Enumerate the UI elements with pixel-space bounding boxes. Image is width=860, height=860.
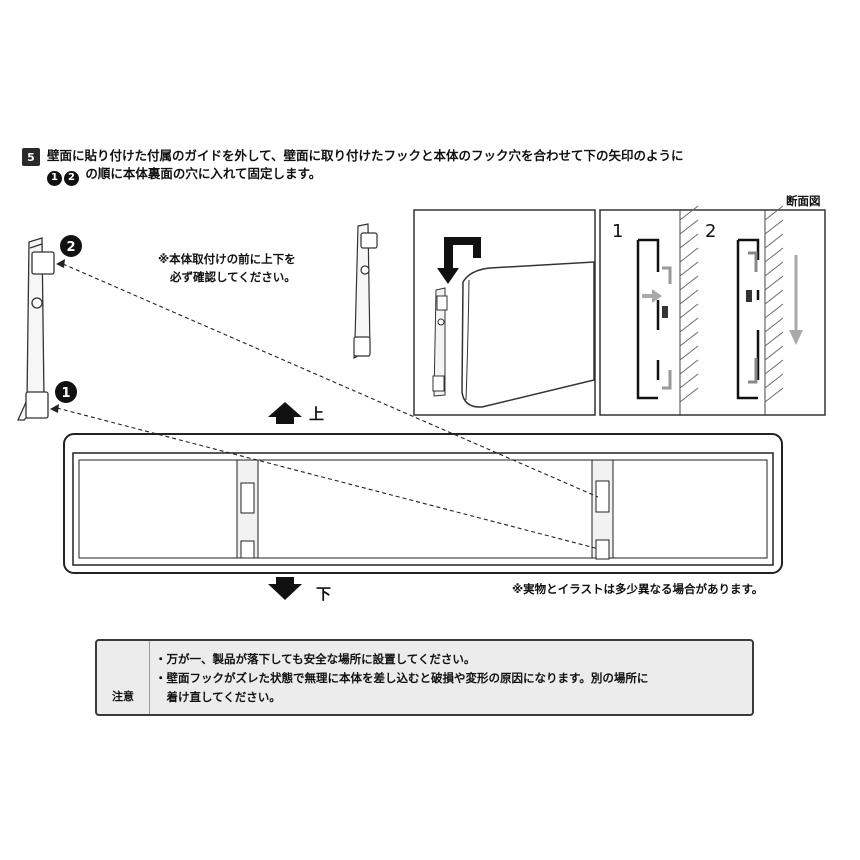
marker-1: 1: [47, 170, 62, 186]
wall-hatch-line: [679, 303, 699, 319]
product-body-back: [63, 433, 783, 574]
wall-hatch-line: [679, 261, 699, 277]
wall-hatch-line: [764, 303, 784, 319]
hook-number-2-label: 2: [66, 240, 75, 255]
wall-hatch-line: [679, 317, 699, 333]
hook-number-2: 2: [60, 235, 82, 257]
up-arrow-icon: [268, 402, 302, 424]
caution-line-1: ・万が一、製品が落下しても安全な場所に設置してください。: [155, 652, 476, 666]
cross-section-label: 断面図: [786, 194, 821, 208]
wall-hatch-line: [764, 317, 784, 333]
wall-hatch-line: [679, 205, 699, 221]
wall-hatch-line: [764, 331, 784, 347]
wall-hatch-line: [764, 205, 784, 221]
pre-install-note-line-1: ※本体取付けの前に上下を: [158, 252, 296, 266]
pre-install-note-line-2: 必ず確認してください。: [170, 270, 296, 284]
perspective-panel: [413, 209, 596, 416]
wall-hatch-line: [764, 289, 784, 305]
caution-side: [97, 641, 150, 714]
hook-number-1-label: 1: [61, 386, 70, 401]
insert-arrow-icon: [437, 237, 481, 284]
wall-hatch-line: [764, 345, 784, 361]
instruction-line-2-text: の順に本体裏面の穴に入れて固定します。: [85, 166, 322, 181]
cross-section-step-2-label: 2: [705, 221, 716, 242]
cross-section-step-1-label: 1: [612, 221, 623, 242]
wall-hatch-line: [679, 373, 699, 389]
slide-down-arrow-icon: [789, 330, 803, 345]
step-number-badge: 5: [22, 148, 40, 166]
wall-hatch-line: [764, 261, 784, 277]
wall-hatch-line: [764, 373, 784, 389]
direction-down-label: 下: [316, 585, 332, 603]
wall-hatch-line: [679, 359, 699, 375]
wall-hatch-line: [764, 275, 784, 291]
wall-hatch-line: [764, 387, 784, 403]
wall-hatch-line: [764, 359, 784, 375]
wall-hatch-line: [679, 233, 699, 249]
marker-2: 2: [64, 170, 79, 186]
caution-label: 注意: [112, 690, 134, 703]
direction-up-label: 上: [309, 405, 325, 423]
hook-number-1: 1: [55, 381, 77, 403]
down-arrow-icon: [268, 577, 302, 600]
guide-lines: [56, 263, 600, 550]
wall-hook-large: [16, 237, 55, 421]
wall-hatch-line: [679, 275, 699, 291]
caution-line-3: 着け直してください。: [155, 690, 281, 704]
wall-hatch-line: [679, 331, 699, 347]
wall-hatch-line: [764, 247, 784, 263]
wall-hatch-line: [764, 219, 784, 235]
push-arrow-icon: [652, 289, 662, 303]
cross-section-panel: 1 2: [599, 205, 826, 416]
caution-text: ・万が一、製品が落下しても安全な場所に設置してください。 ・壁面フックがズレた状…: [155, 650, 648, 707]
wall-hook-small: [353, 223, 378, 359]
disclaimer-note: ※実物とイラストは多少異なる場合があります。: [512, 582, 764, 596]
wall-hatch-line: [679, 247, 699, 263]
caution-box: 注意 ・万が一、製品が落下しても安全な場所に設置してください。 ・壁面フックがズ…: [95, 639, 754, 716]
wall-hatch-line: [679, 345, 699, 361]
wall-hatch-line: [764, 233, 784, 249]
wall-hatch-line: [679, 289, 699, 305]
caution-line-2: ・壁面フックがズレた状態で無理に本体を差し込むと破損や変形の原因になります。別の…: [155, 671, 649, 685]
wall-hatch-line: [679, 219, 699, 235]
instruction-line-1: 壁面に貼り付けた付属のガイドを外して、壁面に取り付けたフックと本体のフック穴を合…: [47, 148, 684, 163]
wall-hatch-line: [679, 387, 699, 403]
